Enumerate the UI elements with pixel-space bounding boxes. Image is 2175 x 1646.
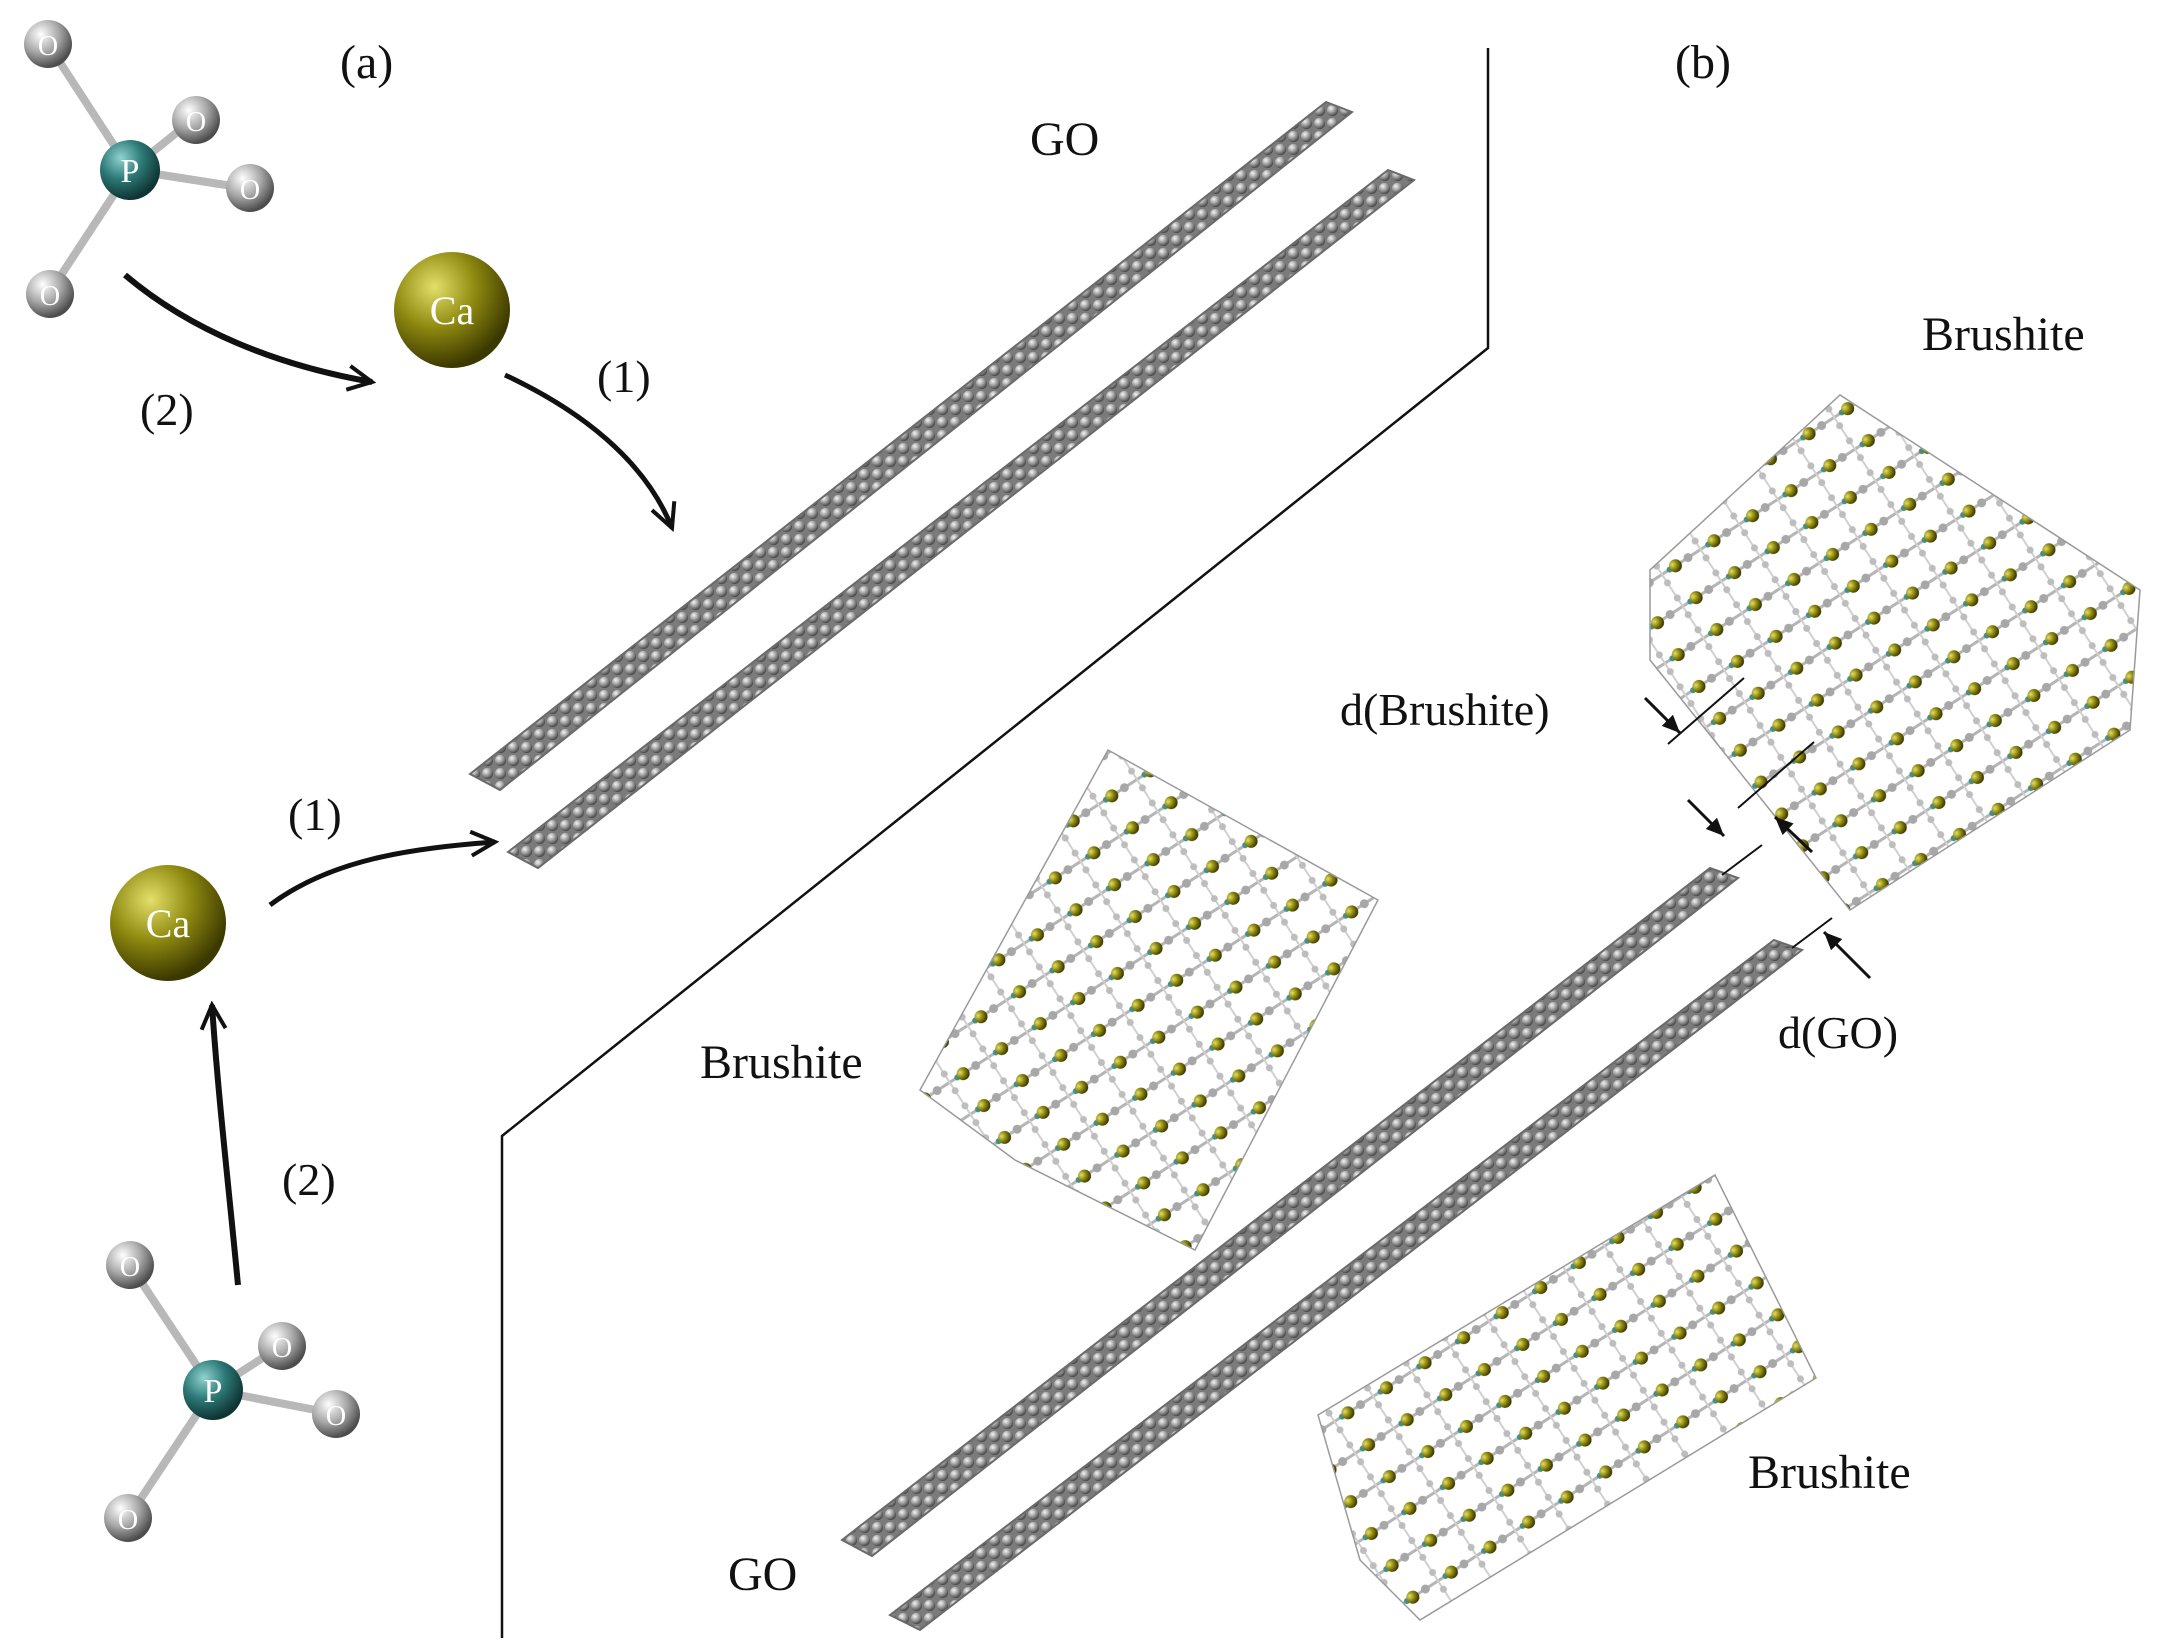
oxygen-atom [172, 96, 220, 144]
panel-b-label: (b) [1675, 36, 1731, 89]
go-label-bottom: GO [728, 1548, 797, 1601]
calcium-atom-lower: Ca [110, 865, 226, 981]
arrow-step1-upper [503, 372, 672, 528]
phosphate-group-upper: P O O O O [24, 20, 274, 318]
calcium-label: Ca [430, 288, 475, 333]
oxygen-label: O [38, 31, 58, 62]
phosphorus-atom [100, 140, 160, 200]
brushite-label-bottom: Brushite [1748, 1446, 1911, 1499]
phosphorus-label: P [121, 153, 140, 190]
oxygen-label: O [272, 1333, 292, 1364]
oxygen-label: O [186, 107, 206, 138]
panel-divider [500, 48, 1490, 1638]
arrow-step2-upper [123, 272, 372, 382]
arrow-step1-lower [268, 842, 495, 908]
step2-lower-label: (2) [282, 1154, 336, 1205]
brushite-label-top: Brushite [1922, 308, 2085, 361]
oxygen-atom [106, 1241, 154, 1289]
calcium-label: Ca [146, 901, 191, 946]
phosphate-group-lower: P O O O O [104, 1241, 360, 1542]
oxygen-atom [258, 1322, 306, 1370]
panel-a-label: (a) [340, 36, 393, 89]
phosphorus-label: P [204, 1373, 223, 1410]
brushite-crystal-top [1649, 394, 2141, 911]
graphene-oxide-bilayer-a [468, 100, 1417, 870]
oxygen-atom [104, 1494, 152, 1542]
oxygen-atom [226, 164, 274, 212]
go-label-top: GO [1030, 113, 1099, 166]
d-go-marker [1686, 798, 1872, 980]
step1-lower-label: (1) [288, 789, 342, 840]
step2-upper-label: (2) [140, 384, 194, 435]
step1-upper-label: (1) [597, 351, 651, 402]
brushite-label-left: Brushite [700, 1036, 863, 1089]
d-go-label: d(GO) [1778, 1007, 1898, 1058]
brushite-crystal-left [919, 748, 1380, 1252]
brushite-crystal-bottom [1317, 1173, 1817, 1621]
oxygen-label: O [240, 175, 260, 206]
oxygen-label: O [40, 281, 60, 312]
oxygen-atom [26, 270, 74, 318]
graphene-oxide-bilayer-b [840, 866, 1805, 1632]
calcium-atom-upper: Ca [394, 252, 510, 368]
oxygen-atom [24, 20, 72, 68]
phosphorus-atom [183, 1360, 243, 1420]
oxygen-label: O [326, 1401, 346, 1432]
oxygen-atom [312, 1390, 360, 1438]
arrow-step2-lower [212, 1005, 241, 1286]
oxygen-label: O [118, 1505, 138, 1536]
d-brushite-label: d(Brushite) [1340, 684, 1550, 735]
d-brushite-marker [1643, 677, 1815, 854]
oxygen-label: O [120, 1252, 140, 1283]
